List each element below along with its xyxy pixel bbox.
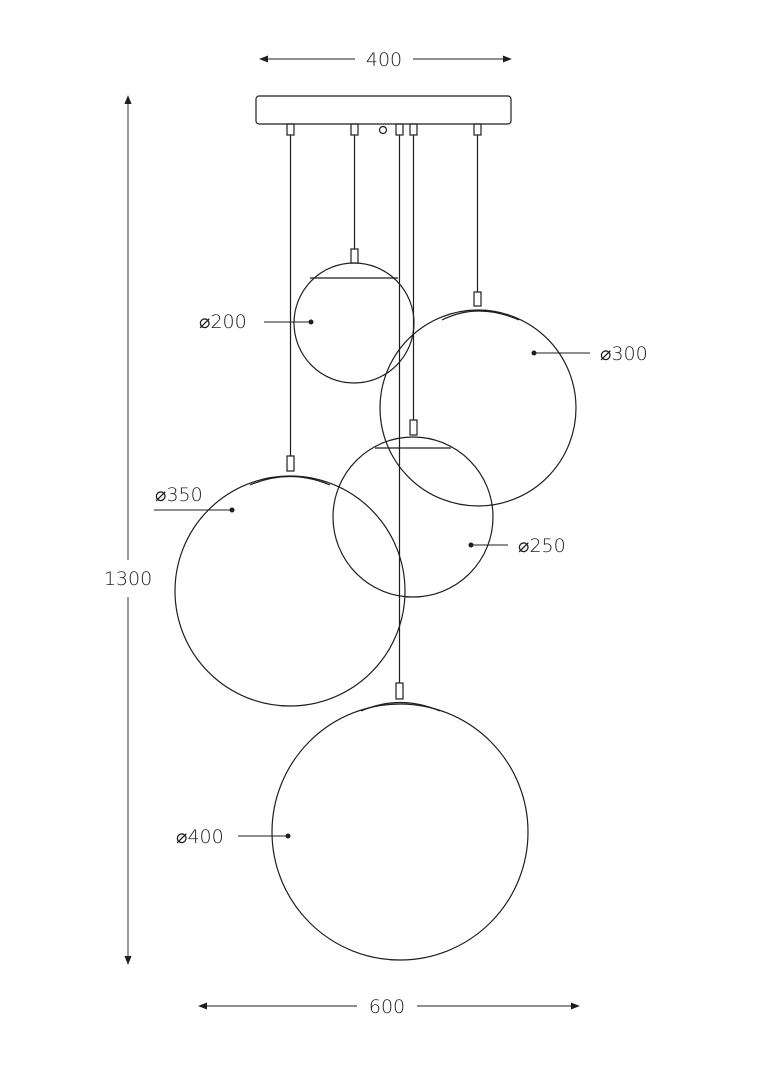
globe-250: ⌀250 bbox=[332, 419, 566, 598]
ceiling-canopy bbox=[255, 95, 512, 136]
globe-250-label: ⌀250 bbox=[518, 535, 566, 557]
total-width-dimension: 600 bbox=[198, 996, 580, 1018]
globe-400: ⌀400 bbox=[176, 682, 529, 961]
total-height-dimension: 1300 bbox=[104, 95, 152, 965]
total-width-label: 600 bbox=[369, 996, 405, 1018]
globe-350-label: ⌀350 bbox=[155, 484, 203, 506]
globe-300-label: ⌀300 bbox=[600, 343, 648, 365]
suspension-cables bbox=[289, 135, 479, 683]
globe-200-label: ⌀200 bbox=[199, 311, 247, 333]
canopy-width-dimension: 400 bbox=[259, 49, 512, 71]
total-height-label: 1300 bbox=[104, 568, 152, 590]
globe-200: ⌀200 bbox=[199, 248, 415, 384]
globe-300: ⌀300 bbox=[379, 291, 648, 507]
globe-350: ⌀350 bbox=[154, 455, 406, 707]
canopy-width-label: 400 bbox=[366, 49, 402, 71]
globe-400-label: ⌀400 bbox=[176, 826, 224, 848]
